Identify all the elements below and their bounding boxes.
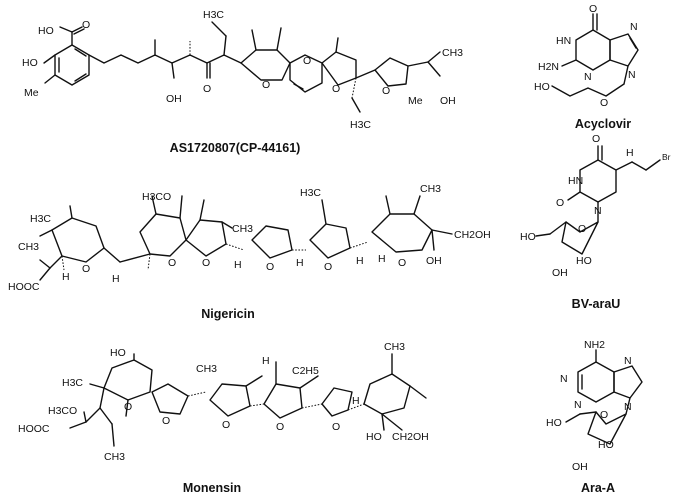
- monensin-label-16: H: [262, 355, 270, 367]
- nigericin-label-13: O: [324, 261, 332, 273]
- ara-a-label-7: HO: [598, 439, 614, 451]
- acyclovir-label-4: N: [584, 71, 592, 83]
- as1720807-structure: [43, 21, 441, 113]
- nigericin-label-5: O: [82, 263, 90, 275]
- as1720807-label-9: O: [332, 83, 340, 95]
- nigericin-label-15: O: [398, 257, 406, 269]
- nigericin-label-20: CH3: [420, 183, 441, 195]
- ara-a-label-0: NH2: [584, 339, 605, 351]
- acyclovir-label-6: HO: [534, 81, 550, 93]
- monensin-structure: [69, 353, 427, 447]
- monensin-label-6: O: [162, 415, 170, 427]
- as1720807-label-3: Me: [24, 87, 39, 99]
- as1720807-caption: AS1720807(CP-44161): [170, 141, 301, 155]
- bv-arau-label-9: OH: [552, 267, 568, 279]
- ara-a-label-2: N: [624, 355, 632, 367]
- nigericin-label-2: CH3: [18, 241, 39, 253]
- as1720807-label-10: O: [382, 85, 390, 97]
- ara-a-caption: Ara-A: [581, 481, 615, 495]
- monensin-label-0: HO: [110, 347, 126, 359]
- monensin-label-14: HO: [366, 431, 382, 443]
- bv-arau-label-6: HO: [520, 231, 536, 243]
- monensin-caption: Monensin: [183, 481, 241, 495]
- as1720807-label-1: O: [82, 19, 90, 31]
- as1720807-label-14: H3C: [350, 119, 371, 131]
- bv-arau-label-5: N: [594, 205, 602, 217]
- nigericin-label-17: OH: [426, 255, 442, 267]
- bv-arau-label-2: Br: [662, 152, 671, 162]
- as1720807-label-11: Me: [408, 95, 423, 107]
- as1720807-label-13: CH3: [442, 47, 463, 59]
- monensin-label-2: H3CO: [48, 405, 77, 417]
- monensin-label-11: O: [332, 421, 340, 433]
- bv-arau-label-7: HO: [576, 255, 592, 267]
- nigericin-label-18: CH2OH: [454, 229, 491, 241]
- as1720807-label-12: OH: [440, 95, 456, 107]
- nigericin-label-12: H: [296, 257, 304, 269]
- as1720807-label-0: HO: [38, 25, 54, 37]
- nigericin-label-11: O: [266, 261, 274, 273]
- as1720807-label-8: O: [303, 55, 311, 67]
- nigericin-label-16: H: [378, 253, 386, 265]
- bv-arau-caption: BV-araU: [572, 297, 621, 311]
- as1720807-label-4: OH: [166, 93, 182, 105]
- monensin-label-4: CH3: [104, 451, 125, 463]
- monensin-label-8: O: [222, 419, 230, 431]
- bv-arau-structure: [535, 145, 661, 255]
- nigericin-label-3: HOOC: [8, 281, 40, 293]
- bv-arau-label-4: O: [556, 197, 564, 209]
- ara-a-label-4: N: [624, 401, 632, 413]
- monensin-label-3: HOOC: [18, 423, 50, 435]
- nigericin-caption: Nigericin: [201, 307, 255, 321]
- nigericin-label-8: O: [202, 257, 210, 269]
- acyclovir-label-2: N: [630, 21, 638, 33]
- monensin-label-7: CH3: [196, 363, 217, 375]
- monensin-label-15: CH2OH: [392, 431, 429, 443]
- as1720807-label-5: O: [203, 83, 211, 95]
- nigericin-label-4: H: [62, 271, 70, 283]
- ara-a-label-6: O: [600, 409, 608, 421]
- bv-arau-label-0: O: [592, 133, 600, 145]
- nigericin-label-6: H: [112, 273, 120, 285]
- acyclovir-label-7: O: [600, 97, 608, 109]
- nigericin-structure: [39, 195, 453, 281]
- acyclovir-label-0: O: [589, 3, 597, 15]
- acyclovir-structure: [551, 13, 639, 97]
- acyclovir-label-5: N: [628, 69, 636, 81]
- bv-arau-label-8: O: [578, 223, 586, 235]
- acyclovir-label-1: HN: [556, 35, 571, 47]
- nigericin-label-1: H3C: [30, 213, 51, 225]
- ara-a-label-3: N: [574, 399, 582, 411]
- bv-arau-label-1: H: [626, 147, 634, 159]
- ara-a-label-1: N: [560, 373, 568, 385]
- monensin-label-9: O: [276, 421, 284, 433]
- monensin-label-5: O: [124, 401, 132, 413]
- monensin-label-10: C2H5: [292, 365, 319, 377]
- bv-arau-label-3: HN: [568, 175, 583, 187]
- nigericin-label-7: O: [168, 257, 176, 269]
- monensin-label-13: CH3: [384, 341, 405, 353]
- ara-a-label-8: OH: [572, 461, 588, 473]
- nigericin-label-9: CH3: [232, 223, 253, 235]
- as1720807-label-7: O: [262, 79, 270, 91]
- acyclovir-label-3: H2N: [538, 61, 559, 73]
- monensin-label-1: H3C: [62, 377, 83, 389]
- ara-a-label-5: HO: [546, 417, 562, 429]
- nigericin-label-14: H: [356, 255, 364, 267]
- monensin-label-12: H: [352, 395, 360, 407]
- as1720807-label-2: HO: [22, 57, 38, 69]
- ara-a-structure: [565, 349, 643, 445]
- nigericin-label-19: H3C: [300, 187, 321, 199]
- nigericin-label-0: H3CO: [142, 191, 171, 203]
- as1720807-label-6: H3C: [203, 9, 224, 21]
- nigericin-label-10: H: [234, 259, 242, 271]
- acyclovir-caption: Acyclovir: [575, 117, 631, 131]
